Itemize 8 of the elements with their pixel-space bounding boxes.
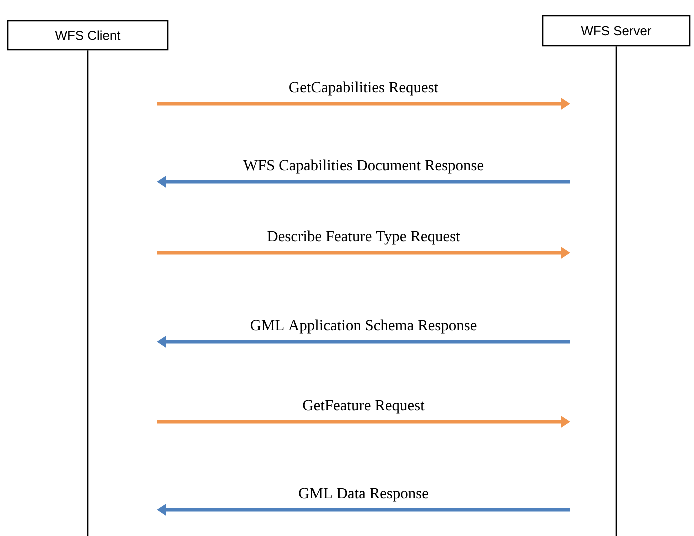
participant-box: WFS Server [542,15,691,47]
edge-label: GetCapabilities Request [288,80,440,97]
edge-label: GML Data Response [298,487,430,503]
edge-label: WFS Capabilities Document Response [242,158,486,175]
edge-label: GetFeature Request [302,399,426,415]
edge-label: Describe Feature Type Request [266,230,462,246]
participant-box: WFS Client [7,20,169,51]
edge-label: GML Application Schema Response [249,318,478,335]
